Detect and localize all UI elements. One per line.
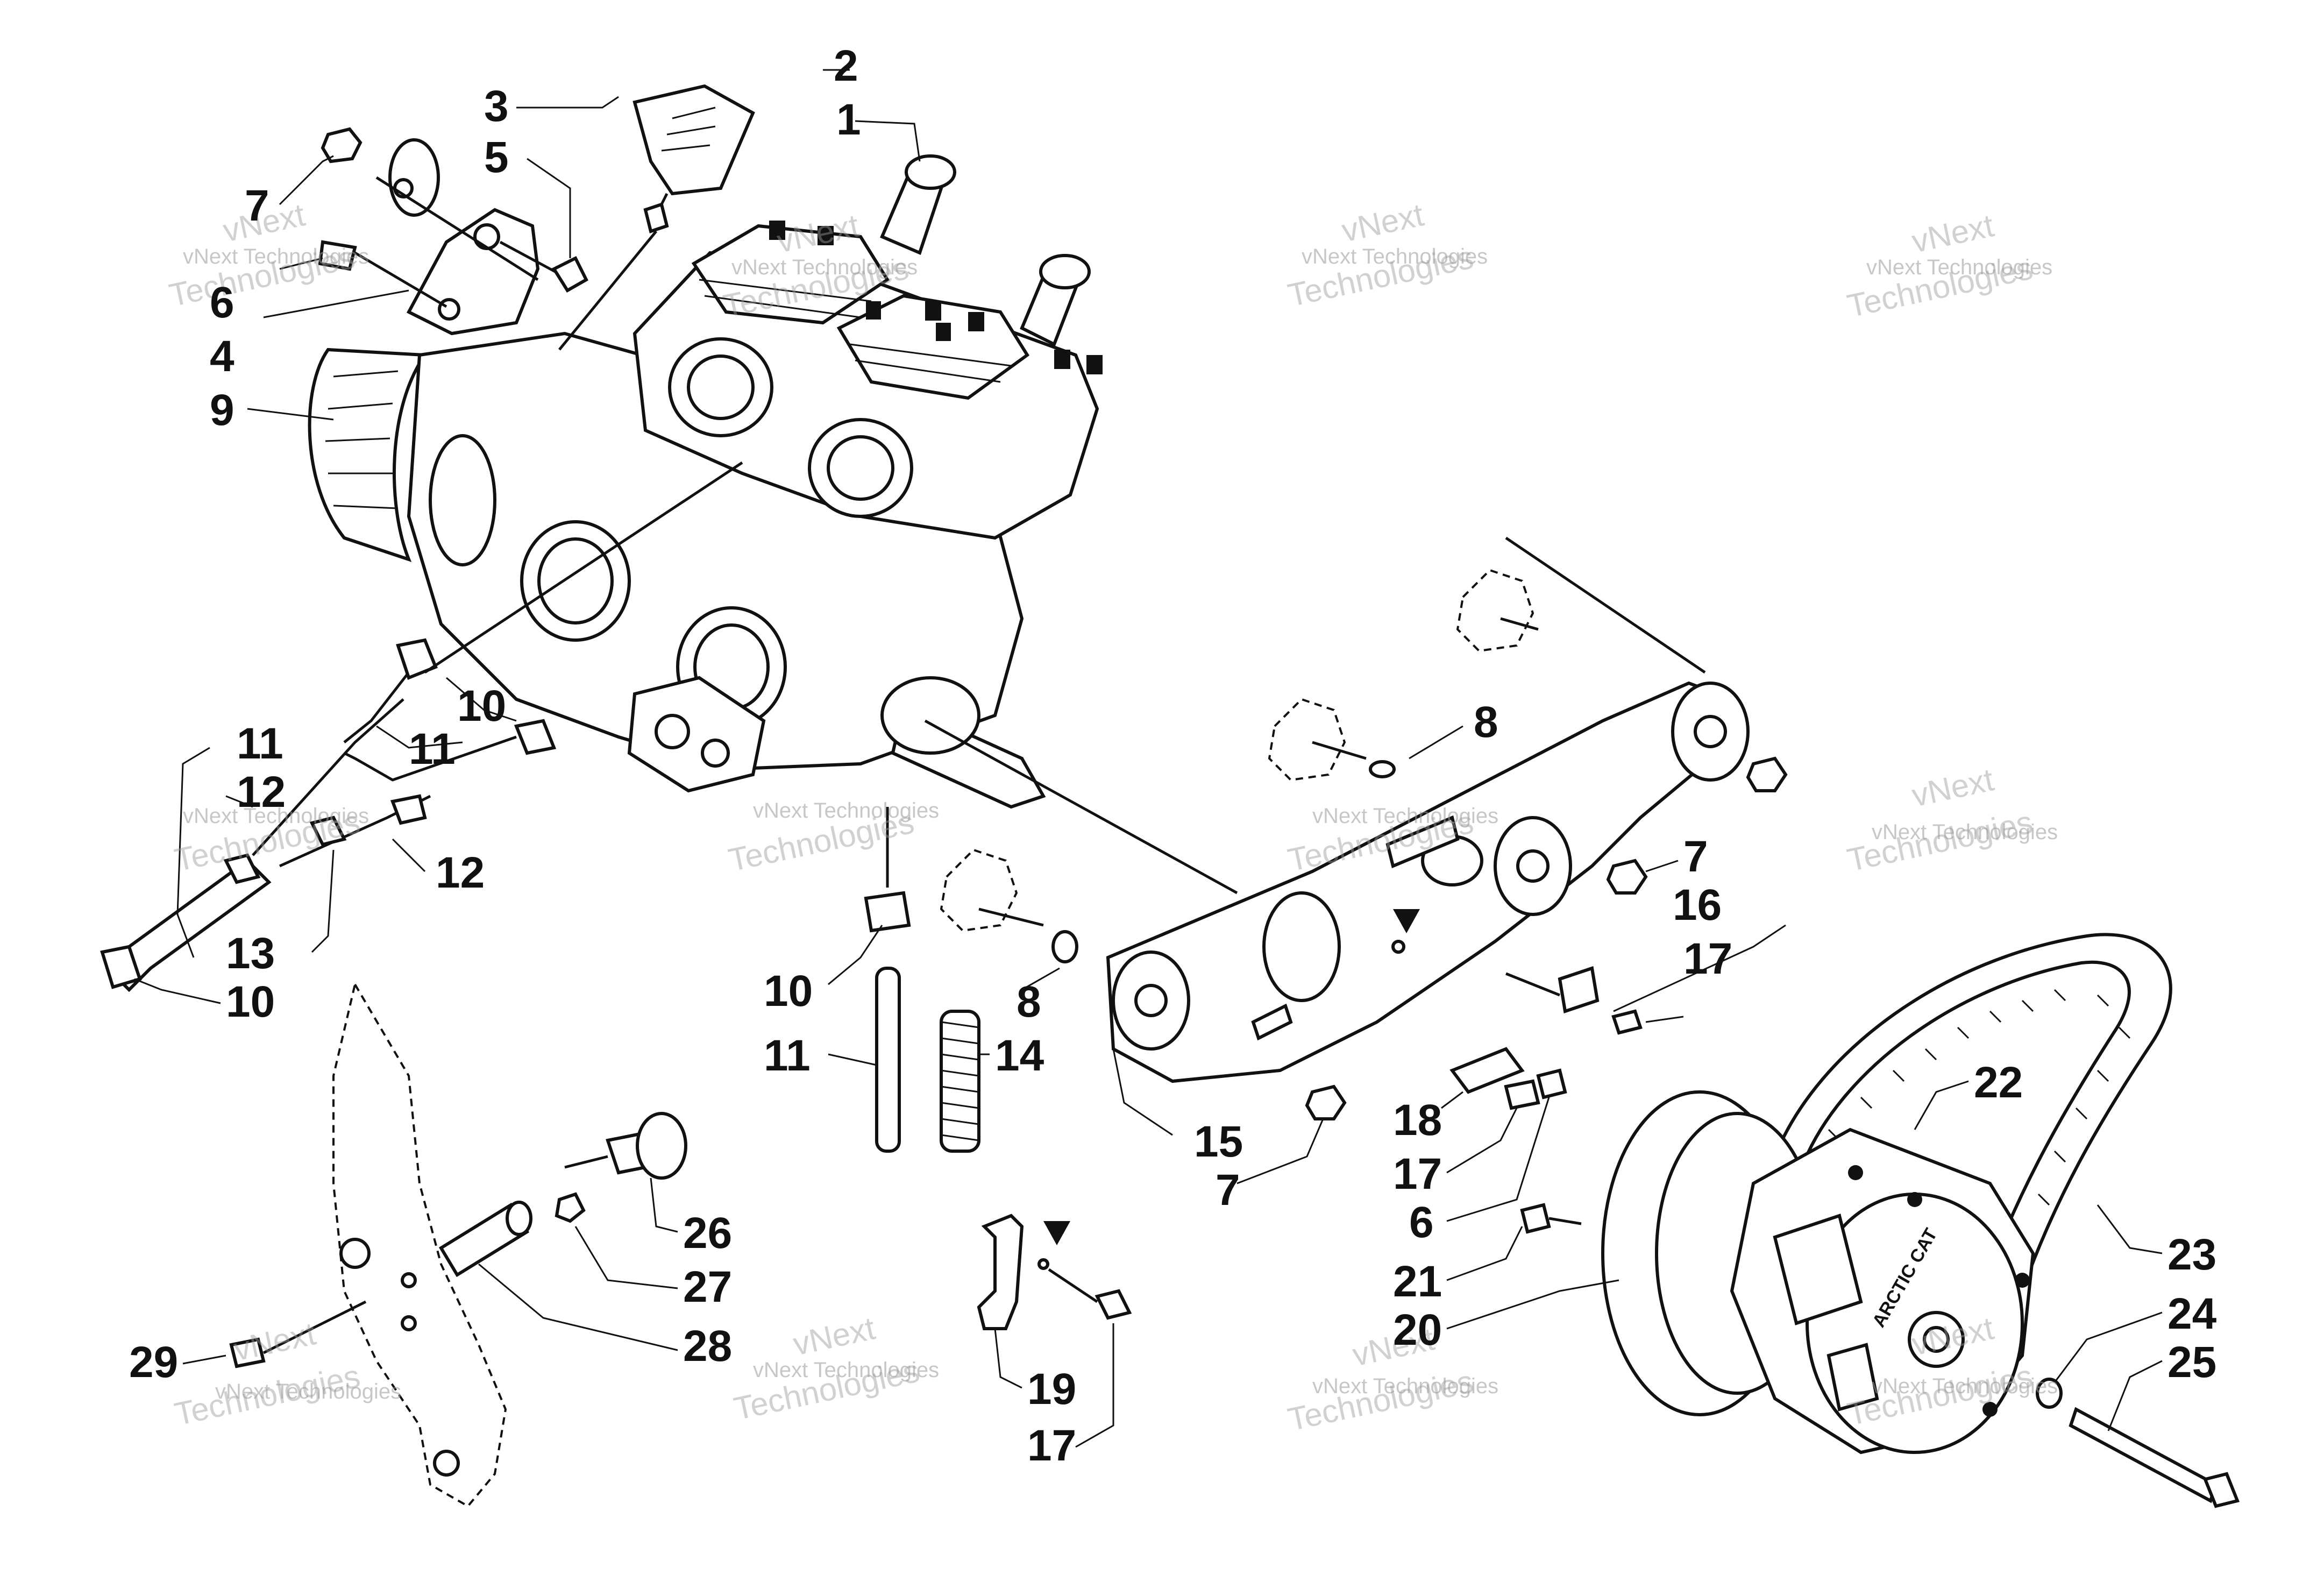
callout-14: 14	[995, 1031, 1044, 1080]
callout-12: 12	[436, 848, 485, 897]
callout-10: 10	[764, 967, 813, 1016]
callout-27: 27	[683, 1262, 732, 1311]
callout-7: 7	[1683, 832, 1708, 881]
callout-9: 9	[210, 386, 234, 435]
callout-26: 26	[683, 1209, 732, 1258]
impulse-line-group	[864, 807, 980, 1153]
watermark-text: vNext	[1909, 761, 1997, 813]
callout-17: 17	[1027, 1421, 1076, 1470]
callout-8: 8	[1017, 977, 1041, 1026]
callout-16: 16	[1673, 881, 1722, 930]
engine-mount-upper	[318, 127, 588, 336]
callout-10: 10	[457, 682, 506, 730]
callout-20: 20	[1393, 1306, 1442, 1354]
watermark-text: vNext Technologies	[753, 799, 939, 822]
watermark-text: vNext Technologies	[1312, 1374, 1498, 1398]
callout-7: 7	[1216, 1166, 1240, 1215]
callout-11: 11	[764, 1031, 811, 1080]
leader-lines	[134, 69, 2163, 1448]
callout-28: 28	[683, 1322, 732, 1371]
fuel-line-assembly	[100, 461, 743, 992]
callout-29: 29	[129, 1338, 178, 1387]
watermark-text: vNext	[231, 1315, 319, 1367]
watermark-text: vNext	[1339, 196, 1427, 249]
watermark-text: vNext	[1909, 207, 1997, 259]
callout-3: 3	[484, 82, 509, 131]
callout-10: 10	[226, 977, 275, 1026]
callout-24: 24	[2167, 1289, 2217, 1338]
watermark-text: vNext Technologies	[215, 1380, 401, 1403]
callout-7: 7	[245, 181, 269, 230]
watermark-text: vNext Technologies	[731, 256, 918, 279]
callout-8: 8	[1474, 698, 1498, 747]
engine-assembly	[308, 84, 1103, 809]
callout-17: 17	[1393, 1150, 1442, 1198]
watermark-text: vNext Technologies	[1872, 820, 2058, 844]
callout-22: 22	[1974, 1058, 2023, 1107]
lower-mount-assembly	[229, 981, 687, 1508]
watermark-text: vNext Technologies	[1866, 256, 2052, 279]
callout-11: 11	[409, 725, 456, 774]
callout-1: 1	[836, 95, 861, 144]
callout-6: 6	[210, 278, 234, 327]
callout-17: 17	[1683, 934, 1732, 983]
watermark-text: vNext Technologies	[1302, 245, 1488, 268]
callout-23: 23	[2167, 1230, 2216, 1279]
bracket-19	[977, 1214, 1132, 1330]
callout-4: 4	[210, 332, 234, 381]
callout-21: 21	[1393, 1257, 1442, 1306]
callout-18: 18	[1393, 1096, 1442, 1145]
watermark-text: vNext Technologies	[1312, 804, 1498, 828]
watermark-text: vNext Technologies	[753, 1358, 939, 1382]
drive-clutch-assembly: ARCTIC CAT	[1520, 933, 2240, 1508]
watermark-text: vNext Technologies	[183, 245, 369, 268]
callout-25: 25	[2167, 1338, 2216, 1387]
callout-11: 11	[237, 719, 283, 768]
callout-13: 13	[226, 929, 275, 978]
watermark-text: vNext	[790, 1310, 878, 1362]
callout-5: 5	[484, 133, 509, 182]
callout-15: 15	[1194, 1117, 1243, 1166]
watermark-text: Technologies	[1844, 804, 2036, 878]
watermark-text: vNext Technologies	[183, 804, 369, 828]
callout-6: 6	[1409, 1198, 1434, 1247]
watermark-text: Technologies	[172, 1358, 364, 1432]
watermark-text: vNext Technologies	[1872, 1374, 2058, 1398]
callout-19: 19	[1027, 1365, 1076, 1414]
callout-2: 2	[834, 41, 858, 90]
callout-12: 12	[237, 768, 286, 817]
callout-labels: 2 1 3 5 7 6 4 9 8 7 16 17 10 11 11 12 12…	[129, 41, 2217, 1470]
chaincase-plate	[924, 536, 1788, 1120]
